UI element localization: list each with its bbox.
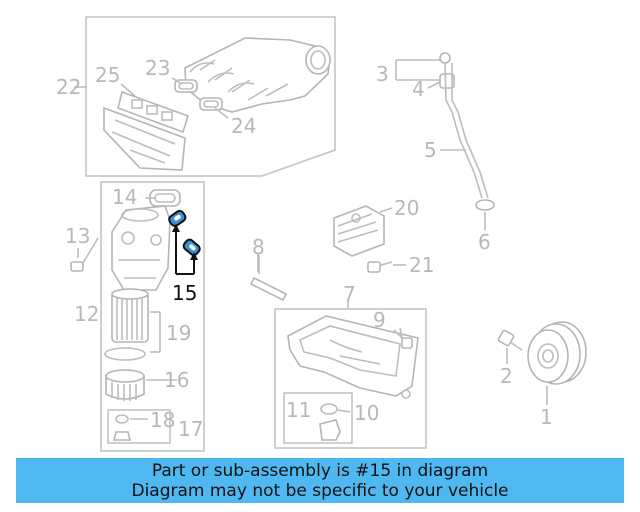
info-banner: Part or sub-assembly is #15 in diagram D… xyxy=(16,458,624,503)
callout-20: 20 xyxy=(394,196,419,220)
pulley-1 xyxy=(527,321,587,385)
parts-10 xyxy=(319,403,341,441)
gasket-15-upper xyxy=(168,209,187,227)
leader-lines xyxy=(77,77,548,420)
bolt-13 xyxy=(70,237,99,272)
gasket-15-lower xyxy=(182,238,201,257)
parts-18 xyxy=(112,414,132,441)
callout-18: 18 xyxy=(150,408,175,432)
callout-23: 23 xyxy=(145,56,170,80)
callout-19: 19 xyxy=(166,321,191,345)
leader-15 xyxy=(172,224,198,275)
callout-5: 5 xyxy=(424,138,437,162)
callout-15: 15 xyxy=(172,281,197,305)
oil-pan xyxy=(287,315,419,399)
callout-3: 3 xyxy=(376,62,389,86)
callout-9: 9 xyxy=(373,308,386,332)
callout-16: 16 xyxy=(164,368,189,392)
callout-8: 8 xyxy=(252,235,265,259)
tube-8 xyxy=(249,254,288,302)
oil-pan-group-box xyxy=(274,308,427,449)
oil-filter-group-box xyxy=(100,181,205,452)
dipstick xyxy=(395,52,495,211)
bolt-21 xyxy=(367,261,393,273)
manifold-lower xyxy=(103,106,186,171)
callout-2: 2 xyxy=(500,364,513,388)
callout-17: 17 xyxy=(178,417,203,441)
inner-box-17 xyxy=(107,409,171,444)
bolt-9 xyxy=(393,329,413,349)
callout-14: 14 xyxy=(112,185,137,209)
callout-13: 13 xyxy=(65,224,90,248)
intake-gasket-24 xyxy=(199,97,223,111)
callout-11: 11 xyxy=(286,398,311,422)
bracket-19 xyxy=(150,311,161,353)
callout-10: 10 xyxy=(354,401,379,425)
filter-housing xyxy=(111,205,171,291)
parts-diagram: 1 2 3 4 5 6 7 8 9 10 11 12 13 14 15 16 1… xyxy=(56,16,587,452)
callout-1: 1 xyxy=(540,405,553,429)
callout-24: 24 xyxy=(231,114,256,138)
gasket-strip-25 xyxy=(117,90,189,134)
inner-box-11 xyxy=(283,392,353,444)
bolt-2 xyxy=(497,329,523,351)
callout-12: 12 xyxy=(74,302,99,326)
o-ring xyxy=(104,347,146,361)
callout-7: 7 xyxy=(343,282,356,306)
callout-6: 6 xyxy=(478,230,491,254)
banner-line-2: Diagram may not be specific to your vehi… xyxy=(131,480,509,501)
oil-cooler-20 xyxy=(333,205,385,257)
filter-cap-16 xyxy=(105,369,145,401)
callout-4: 4 xyxy=(412,77,425,101)
intake-group-box xyxy=(85,16,336,177)
oil-filter-12 xyxy=(111,288,149,343)
banner-line-1: Part or sub-assembly is #15 in diagram xyxy=(151,460,489,481)
callout-25: 25 xyxy=(95,63,120,87)
callout-22: 22 xyxy=(56,75,81,99)
callout-21: 21 xyxy=(409,253,434,277)
